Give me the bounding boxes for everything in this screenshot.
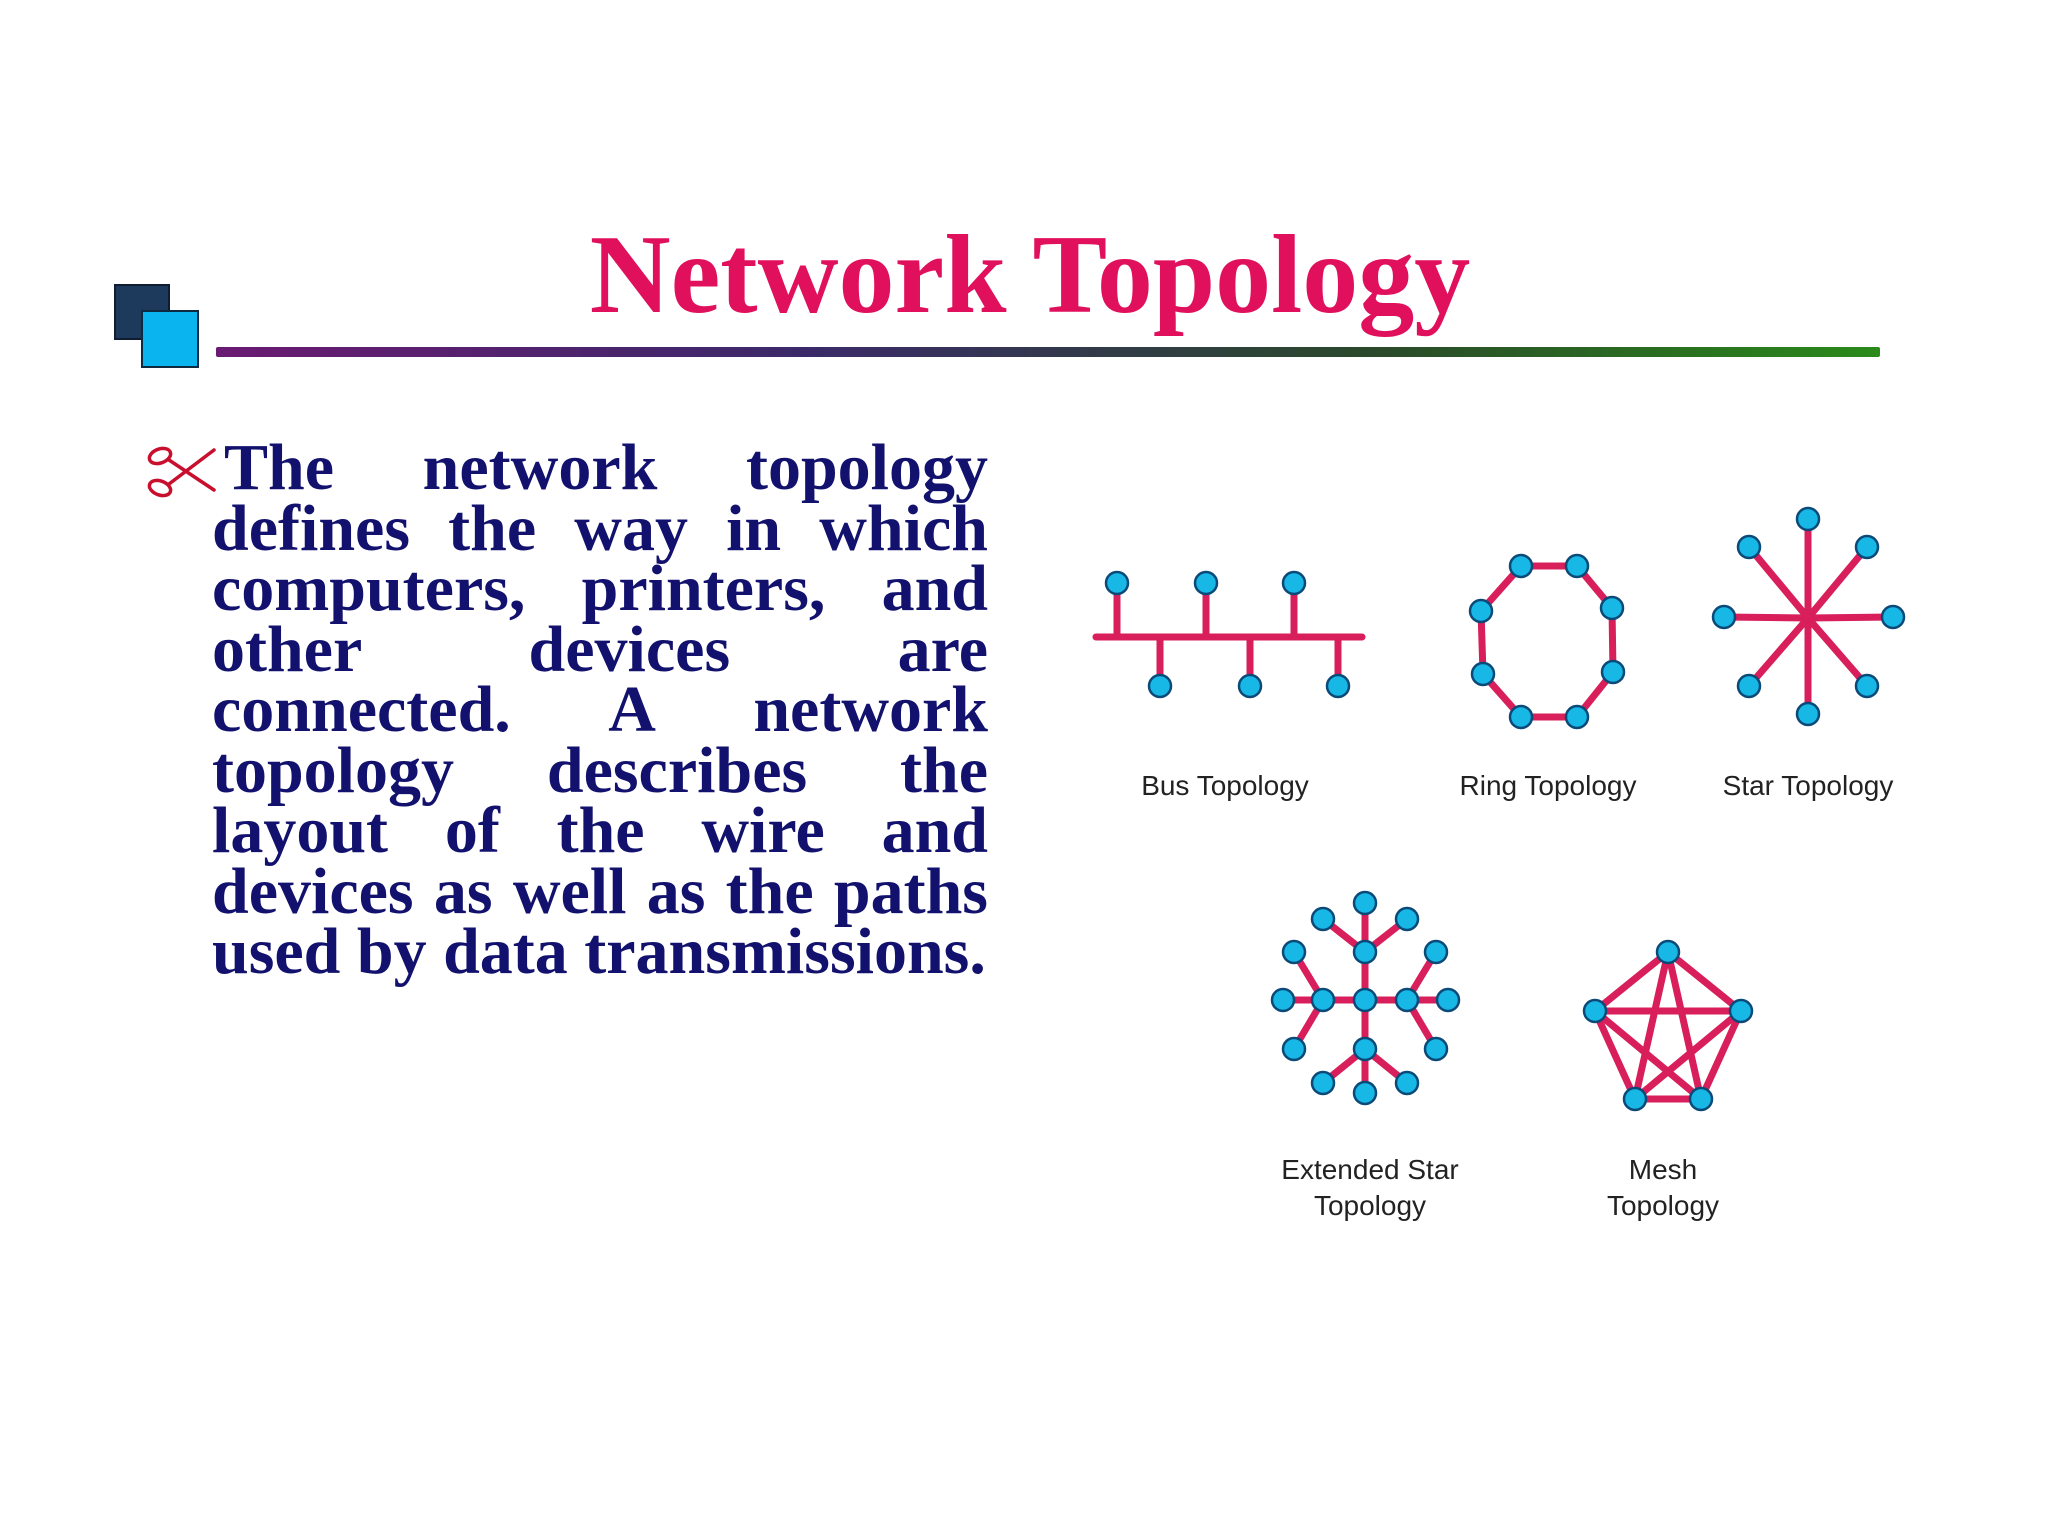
extended-star-node xyxy=(1310,906,1336,932)
extended-star-node xyxy=(1394,1070,1420,1096)
mesh-label-line2: Topology xyxy=(1606,1190,1720,1221)
extended-star-topology-diagram xyxy=(1270,890,1461,1106)
mesh-node xyxy=(1622,1086,1648,1112)
ring-topology-label: Ring Topology xyxy=(1459,770,1637,801)
star-node xyxy=(1854,534,1880,560)
bus-node xyxy=(1104,570,1130,596)
star-topology-label: Star Topology xyxy=(1722,770,1894,801)
extended-star-label-line2: Topology xyxy=(1313,1190,1427,1221)
ring-node xyxy=(1468,598,1494,624)
topology-description: The network topology defines the way in … xyxy=(212,431,988,988)
bus-topology-label: Bus Topology xyxy=(1141,770,1309,801)
star-node xyxy=(1736,673,1762,699)
mesh-label-line1: Mesh xyxy=(1628,1154,1698,1185)
ring-node xyxy=(1564,704,1590,730)
ring-node xyxy=(1508,553,1534,579)
extended-star-node xyxy=(1394,906,1420,932)
star-node xyxy=(1795,701,1821,727)
extended-star-node xyxy=(1352,987,1378,1013)
logo-square-front xyxy=(141,310,199,368)
star-topology-diagram xyxy=(1711,506,1906,727)
bus-topology-diagram xyxy=(1092,570,1366,699)
ring-node xyxy=(1508,704,1534,730)
extended-star-node xyxy=(1435,987,1461,1013)
extended-star-node xyxy=(1310,1070,1336,1096)
mesh-node xyxy=(1688,1086,1714,1112)
ring-topology-diagram xyxy=(1468,553,1626,730)
bus-node xyxy=(1281,570,1307,596)
extended-star-node xyxy=(1352,939,1378,965)
ring-node xyxy=(1600,659,1626,685)
extended-star-node xyxy=(1423,939,1449,965)
bus-node xyxy=(1325,673,1351,699)
mesh-topology-label: Mesh Topology xyxy=(1563,1152,1763,1224)
extended-star-topology-label: Extended Star Topology xyxy=(1260,1152,1480,1224)
scissors-icon xyxy=(147,446,216,498)
extended-star-node xyxy=(1352,890,1378,916)
extended-star-node xyxy=(1394,987,1420,1013)
bus-node xyxy=(1147,673,1173,699)
title-underline xyxy=(216,347,1880,357)
ring-node xyxy=(1564,553,1590,579)
mesh-node xyxy=(1582,998,1608,1024)
bus-node xyxy=(1237,673,1263,699)
mesh-topology-diagram xyxy=(1582,939,1754,1112)
extended-star-node xyxy=(1423,1036,1449,1062)
extended-star-label-line1: Extended Star xyxy=(1281,1154,1459,1185)
ring-node xyxy=(1599,595,1625,621)
star-node xyxy=(1711,604,1737,630)
extended-star-node xyxy=(1310,987,1336,1013)
ring-node xyxy=(1470,661,1496,687)
slide-title: Network Topology xyxy=(589,213,1471,337)
mesh-node xyxy=(1728,998,1754,1024)
bus-node xyxy=(1193,570,1219,596)
extended-star-node xyxy=(1270,987,1296,1013)
star-node xyxy=(1736,534,1762,560)
extended-star-node xyxy=(1281,939,1307,965)
extended-star-node xyxy=(1352,1036,1378,1062)
mesh-node xyxy=(1655,939,1681,965)
extended-star-node xyxy=(1281,1036,1307,1062)
star-node xyxy=(1854,673,1880,699)
star-node xyxy=(1795,506,1821,532)
extended-star-node xyxy=(1352,1080,1378,1106)
star-node xyxy=(1880,604,1906,630)
